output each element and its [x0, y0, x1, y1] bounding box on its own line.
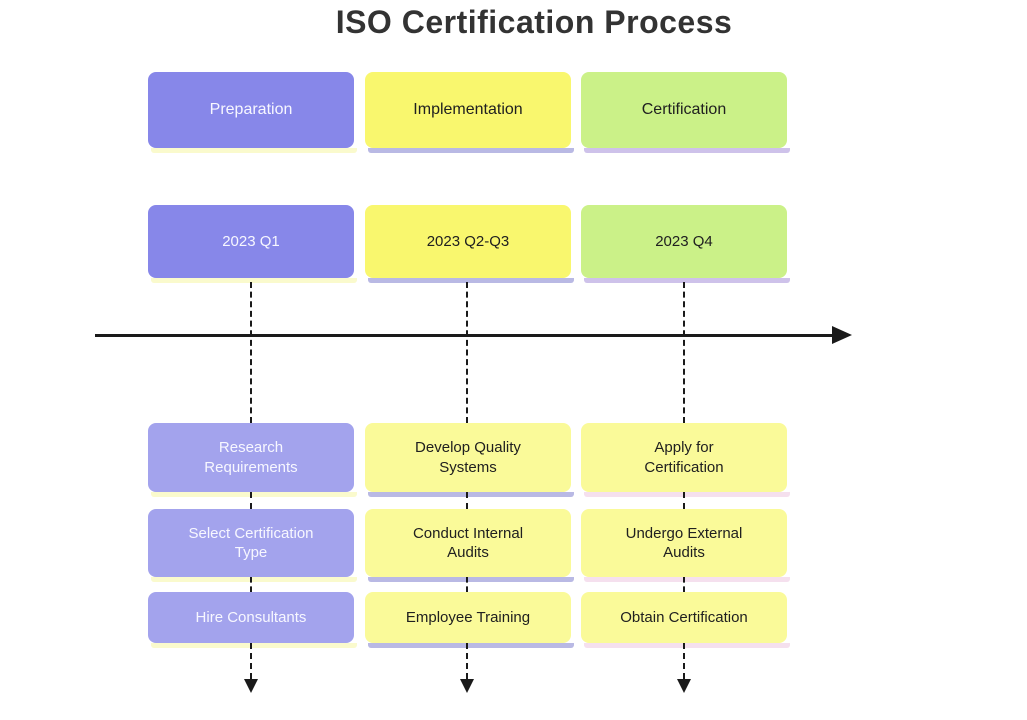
task-label: Conduct Internal Audits [412, 524, 524, 562]
task-box-employee-training: Employee Training [365, 592, 574, 648]
task-label: Select Certification Type [188, 524, 314, 562]
task-label: Apply for Certification [644, 439, 724, 476]
period-label: 2023 Q2-Q3 [426, 232, 510, 250]
task-label: Employee Training [405, 608, 531, 626]
dashed-connector [250, 577, 252, 592]
task-label: Undergo External Audits [625, 524, 743, 562]
dashed-connector [683, 577, 685, 592]
task-label: Develop Quality Systems [415, 439, 521, 476]
dashed-connector [683, 282, 685, 423]
phase-label: Implementation [413, 100, 523, 118]
period-box-q4: 2023 Q4 [581, 205, 790, 283]
down-arrowhead-icon [677, 679, 691, 693]
task-box-hire-consultants: Hire Consultants [148, 592, 357, 648]
task-label: Research Requirements [204, 439, 298, 476]
period-label: 2023 Q1 [222, 232, 280, 250]
task-label: Hire Consultants [195, 608, 307, 626]
period-box-q1: 2023 Q1 [148, 205, 357, 283]
dashed-connector [683, 492, 685, 509]
dashed-connector [466, 643, 468, 679]
axis-arrowhead-icon [832, 326, 852, 344]
dashed-connector [250, 643, 252, 679]
diagram-title: ISO Certification Process [335, 4, 733, 40]
timeline-axis [95, 334, 833, 337]
phase-box-preparation: Preparation [148, 72, 357, 153]
task-box-obtain-certification: Obtain Certification [581, 592, 790, 648]
phase-label: Preparation [209, 100, 293, 118]
phase-box-implementation: Implementation [365, 72, 574, 153]
task-box-conduct-internal-audits: Conduct Internal Audits [365, 509, 574, 582]
task-box-develop-quality-systems: Develop Quality Systems [365, 423, 574, 497]
phase-label: Certification [641, 100, 727, 118]
task-box-select-certification-type: Select Certification Type [148, 509, 357, 582]
task-box-apply-for-certification: Apply for Certification [581, 423, 790, 497]
task-box-research-requirements: Research Requirements [148, 423, 357, 497]
dashed-connector [250, 492, 252, 509]
period-box-q2-q3: 2023 Q2-Q3 [365, 205, 574, 283]
task-label: Obtain Certification [620, 608, 748, 626]
phase-box-certification: Certification [581, 72, 790, 153]
dashed-connector [250, 282, 252, 423]
dashed-connector [466, 577, 468, 592]
dashed-connector [683, 643, 685, 679]
down-arrowhead-icon [460, 679, 474, 693]
down-arrowhead-icon [244, 679, 258, 693]
dashed-connector [466, 492, 468, 509]
task-box-undergo-external-audits: Undergo External Audits [581, 509, 790, 582]
period-label: 2023 Q4 [655, 232, 713, 250]
dashed-connector [466, 282, 468, 423]
